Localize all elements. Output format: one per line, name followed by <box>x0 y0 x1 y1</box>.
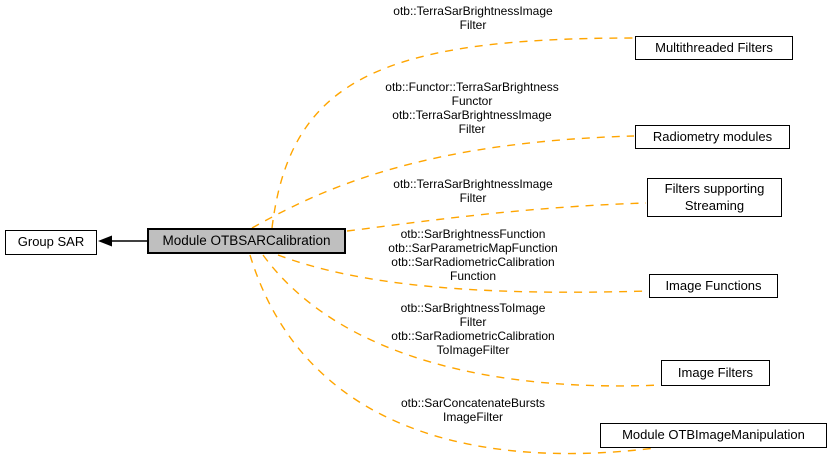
node-image-filters[interactable]: Image Filters <box>661 360 770 386</box>
group-membership-arrow <box>98 235 147 247</box>
node-label: Module OTBImageManipulation <box>622 427 805 443</box>
edge-to-radiometry-modules <box>251 135 635 229</box>
edge-label-line: Filter <box>459 18 487 32</box>
node-label: Radiometry modules <box>652 128 773 144</box>
node-label: Group SAR <box>17 234 85 250</box>
node-multithreaded-filters[interactable]: Multithreaded Filters <box>635 36 793 60</box>
edge-label-line: otb::TerraSarBrightnessImage <box>393 4 553 18</box>
edge-label-to-filters-supporting-streaming: otb::TerraSarBrightnessImage Filter <box>363 177 583 205</box>
edge-label-line: otb::SarConcatenateBursts <box>400 396 546 410</box>
edge-label-line: otb::SarBrightnessToImage <box>400 301 546 315</box>
node-module-otbimagemanipulation[interactable]: Module OTBImageManipulation <box>600 423 827 448</box>
node-label: Filters supporting Streaming <box>664 180 765 213</box>
edge-label-line: Filter <box>459 315 487 329</box>
edge-label-line: Filter <box>459 191 487 205</box>
edge-label-line: otb::SarBrightnessFunction <box>400 227 546 241</box>
edge-label-to-module-otbimagemanipulation: otb::SarConcatenateBursts ImageFilter <box>363 396 583 424</box>
edge-label-line: ImageFilter <box>442 410 504 424</box>
edge-to-image-filters <box>262 254 661 387</box>
edge-label-line: Function <box>449 269 497 283</box>
edge-to-module-otbimagemanipulation <box>249 254 656 455</box>
edge-to-multithreaded-filters <box>271 37 635 229</box>
edge-label-line: otb::SarRadiometricCalibration <box>391 329 555 343</box>
edge-label-to-multithreaded-filters: otb::TerraSarBrightnessImage Filter <box>363 4 583 32</box>
node-image-functions[interactable]: Image Functions <box>649 274 778 298</box>
edge-label-line: ToImageFilter <box>436 343 510 357</box>
edge-label-line: otb::Functor::TerraSarBrightness <box>385 80 559 94</box>
edge-label-to-image-filters: otb::SarBrightnessToImage Filter otb::Sa… <box>361 301 585 357</box>
edge-label-line: otb::SarParametricMapFunction <box>388 241 558 255</box>
node-group-sar[interactable]: Group SAR <box>5 230 97 255</box>
node-filters-supporting-streaming[interactable]: Filters supporting Streaming <box>647 178 782 217</box>
node-label: Multithreaded Filters <box>655 39 773 55</box>
node-module-otbsarcalibration[interactable]: Module OTBSARCalibration <box>147 228 346 254</box>
edge-label-line: otb::TerraSarBrightnessImage <box>392 108 552 122</box>
edge-to-image-functions <box>277 254 649 293</box>
node-label: Image Functions <box>665 277 762 293</box>
edge-to-filters-supporting-streaming <box>346 202 647 232</box>
edge-label-line: Filter <box>458 122 486 136</box>
edge-label-to-image-functions: otb::SarBrightnessFunction otb::SarParam… <box>361 227 585 283</box>
edge-label-line: Functor <box>451 94 493 108</box>
edge-label-line: otb::SarRadiometricCalibration <box>391 255 555 269</box>
node-label: Module OTBSARCalibration <box>162 233 331 249</box>
edge-label-to-radiometry-modules: otb::Functor::TerraSarBrightness Functor… <box>360 80 584 136</box>
arrowhead <box>98 235 112 247</box>
node-label: Image Filters <box>677 364 754 380</box>
edge-label-line: otb::TerraSarBrightnessImage <box>393 177 553 191</box>
node-radiometry-modules[interactable]: Radiometry modules <box>635 125 790 149</box>
